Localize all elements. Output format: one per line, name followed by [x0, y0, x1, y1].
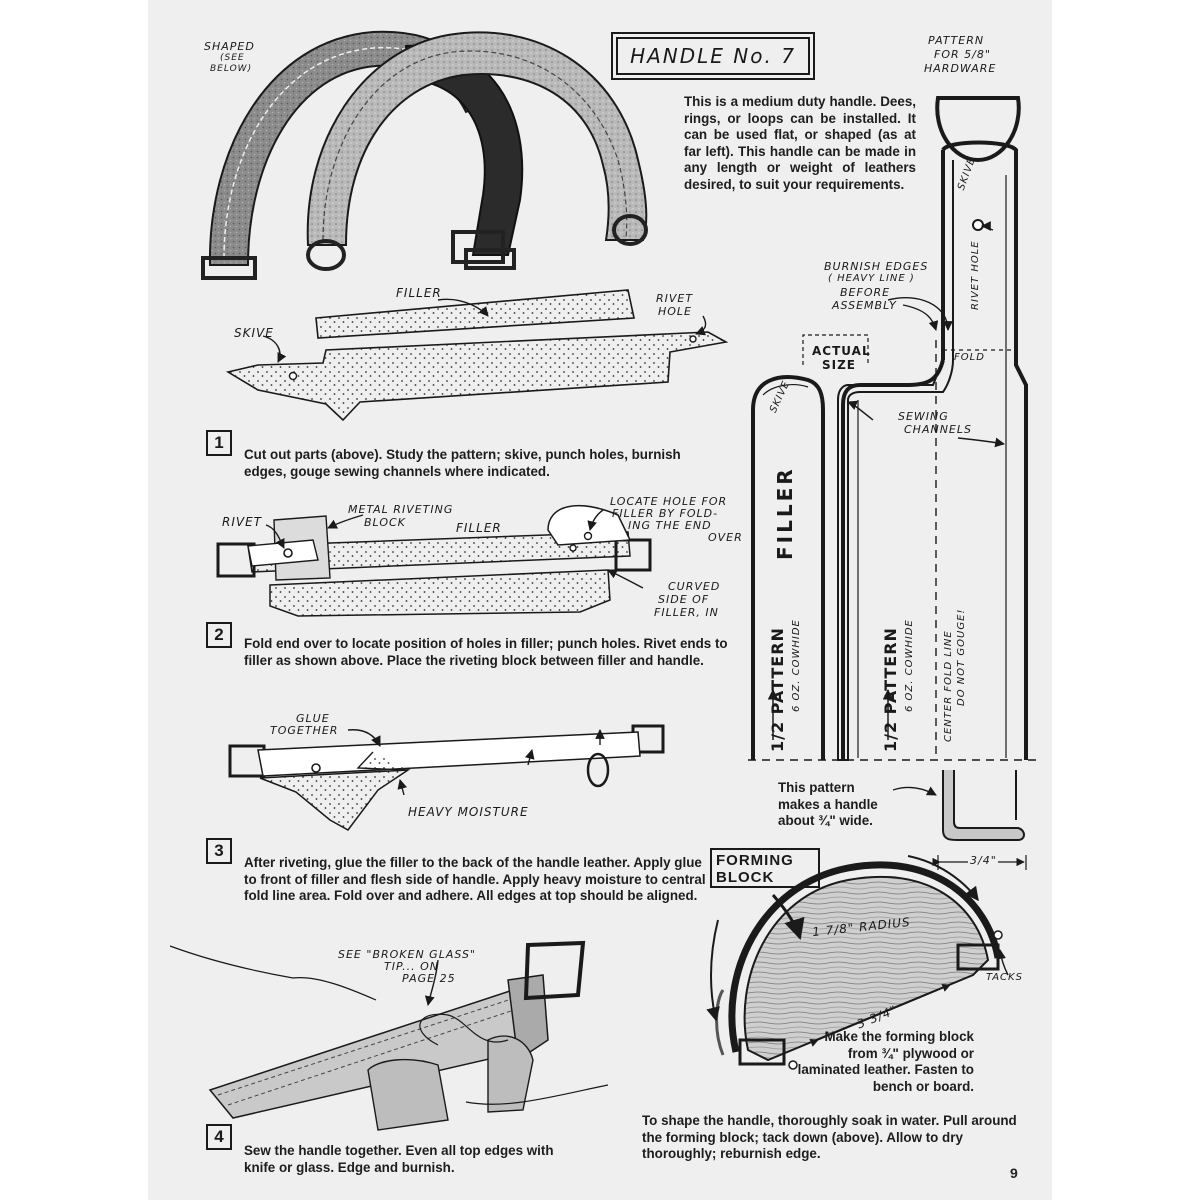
step4-sewing-drawing [169, 940, 609, 1131]
label-shaped: SHAPED [204, 40, 255, 53]
label-sewing: SEWING [898, 410, 949, 423]
label-locate-3: ING THE END [628, 519, 712, 532]
label-broken-glass-3: PAGE 25 [402, 972, 456, 985]
label-rivet-hole: RIVET [656, 292, 694, 305]
forming-block-note: Make the forming block from ¾" plywood o… [797, 1029, 974, 1094]
label-locate-2: FILLER BY FOLD- [612, 507, 719, 520]
label-rivet-hole-2: HOLE [658, 305, 693, 318]
label-shaped-see: (SEE [220, 53, 245, 63]
label-broken-glass: SEE "BROKEN GLASS" [338, 948, 476, 961]
forming-label-2: BLOCK [716, 869, 775, 886]
label-actual: ACTUAL [812, 344, 871, 358]
label-burnish-2: ( HEAVY LINE ) [828, 273, 915, 284]
label-rivet: RIVET [222, 515, 262, 529]
label-burnish-4: ASSEMBLY [832, 299, 897, 312]
illustrations [169, 30, 1038, 1131]
page-number: 9 [1010, 1165, 1018, 1181]
label-filler-2: FILLER [456, 521, 502, 535]
step-2-text: Fold end over to locate position of hole… [244, 636, 728, 668]
actual-size-pattern [748, 96, 1038, 761]
intro-paragraph: This is a medium duty handle. Dees, ring… [684, 94, 916, 192]
page-title: HANDLE No. 7 [630, 44, 796, 68]
forming-block-label: FORMING BLOCK [710, 848, 820, 888]
label-glue-2: TOGETHER [270, 724, 339, 737]
label-metal-block: METAL RIVETING [348, 503, 454, 516]
step2-riveting-drawing [216, 504, 652, 617]
label-skive: SKIVE [234, 326, 274, 340]
step-3-number: 3 [206, 838, 232, 864]
label-filler-big: FILLER [773, 466, 797, 560]
label-do-not-gouge: DO NOT GOUGE! [956, 608, 967, 706]
label-curved: CURVED [668, 580, 721, 593]
step-4-number: 4 [206, 1124, 232, 1150]
handle-cross-section [892, 770, 1027, 870]
label-fold: FOLD [954, 352, 985, 363]
step1-parts-drawing [225, 289, 729, 422]
label-center-fold: CENTER FOLD LINE [943, 630, 954, 742]
label-locate: LOCATE HOLE FOR [610, 495, 728, 508]
book-page: HANDLE No. 7 SHAPED (SEE BELOW) PATTERN … [148, 0, 1052, 1200]
flat-handle-photo [306, 31, 648, 271]
step-2-number: 2 [206, 622, 232, 648]
label-pattern-hardware: HARDWARE [924, 62, 997, 75]
label-burnish-3: BEFORE [840, 286, 891, 299]
label-cowhide-a: 6 oz. COWHIDE [791, 619, 802, 712]
label-pattern-size: FOR 5/8" [934, 48, 991, 61]
title-box: HANDLE No. 7 [616, 37, 810, 75]
forming-block-drawing [706, 855, 1009, 1070]
label-half-pattern-b: 1/2 PATTERN [881, 627, 900, 752]
step-3-text: After riveting, glue the filler to the b… [244, 855, 706, 903]
label-half-pattern-a: 1/2 PATTERN [768, 627, 787, 752]
forming-label-1: FORMING [716, 852, 794, 869]
label-broken-glass-2: TIP... ON [384, 960, 439, 973]
label-metal-block-2: BLOCK [364, 516, 406, 529]
label-cowhide-b: 6 oz. COWHIDE [904, 619, 915, 712]
label-sewing-2: CHANNELS [904, 423, 972, 436]
step3-folding-drawing [228, 724, 665, 831]
label-locate-4: OVER [708, 531, 743, 544]
shaped-handle-photo [201, 30, 524, 280]
label-rivet-hole-vertical: RIVET HOLE [970, 240, 981, 310]
step-1-number: 1 [206, 430, 232, 456]
label-filler: FILLER [396, 286, 442, 300]
label-heavy-moisture: HEAVY MOISTURE [408, 805, 529, 819]
shape-note: To shape the handle, thoroughly soak in … [642, 1113, 1017, 1161]
label-burnish: BURNISH EDGES [824, 260, 929, 273]
step-1-text: Cut out parts (above). Study the pattern… [244, 447, 681, 479]
label-glue: GLUE [296, 712, 330, 725]
pattern-note: This pattern makes a handle about ¾" wid… [778, 780, 878, 828]
label-curved-3: FILLER, IN [654, 606, 719, 619]
label-shaped-below: BELOW) [210, 64, 253, 74]
step-4-text: Sew the handle together. Even all top ed… [244, 1143, 554, 1175]
label-three-quarter: 3/4" [970, 854, 997, 867]
label-actual-size: SIZE [822, 358, 857, 372]
label-tacks: TACKS [986, 972, 1023, 983]
label-pattern: PATTERN [928, 34, 985, 47]
label-curved-2: SIDE OF [658, 593, 710, 606]
